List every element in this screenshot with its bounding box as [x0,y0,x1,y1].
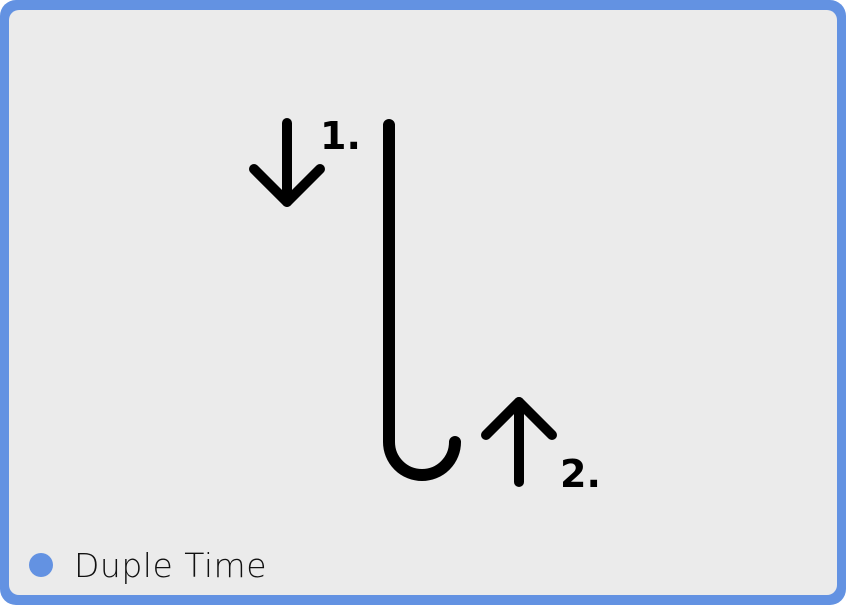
legend: Duple Time [29,543,267,587]
legend-marker [29,553,53,577]
beat-2-label: 2. [560,452,601,496]
arrow-up-icon [481,397,557,487]
legend-label: Duple Time [74,545,267,585]
diagram-panel: 1. 2. Duple Time [9,10,837,595]
beat-1-label: 1. [320,114,361,158]
conducting-stroke-path [383,119,461,481]
conducting-pattern-diagram: 1. 2. [249,114,601,496]
arrow-down-icon [249,118,325,207]
